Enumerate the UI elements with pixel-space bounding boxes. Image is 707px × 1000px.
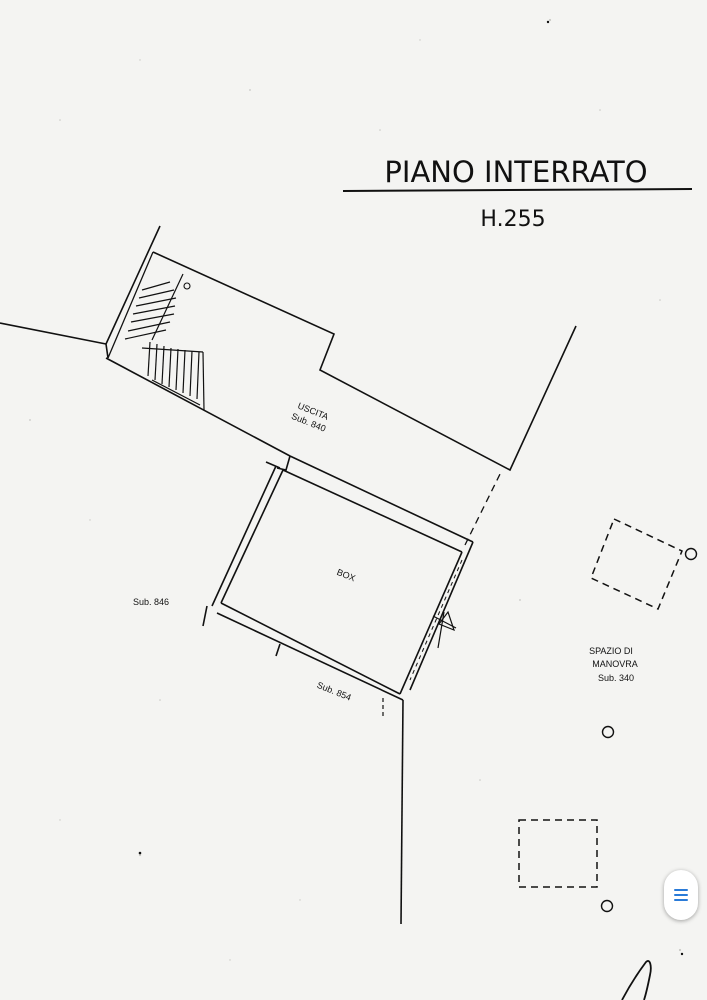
boundary-line-bottom — [400, 699, 404, 925]
paper-texture — [29, 18, 682, 961]
spazio-label-line1: SPAZIO DI — [589, 646, 633, 656]
entrance-arrow-icon — [432, 610, 457, 649]
spazio-sub-label: Sub. 340 — [598, 673, 634, 683]
stair-handrail-node — [183, 282, 191, 290]
height-label: H.255 — [480, 207, 545, 232]
marker-circles — [600, 547, 698, 913]
uscita-bottom-wall — [105, 357, 291, 457]
stair-outline — [105, 225, 161, 359]
stairs — [124, 273, 205, 411]
signature-stroke — [621, 960, 652, 1000]
uscita-outline — [152, 251, 577, 472]
dashed-boundary-box-right — [409, 559, 463, 681]
speck-marks — [138, 20, 684, 956]
box-label: BOX — [335, 567, 356, 583]
stair-inner-outline — [107, 251, 154, 359]
floating-menu-button[interactable] — [664, 870, 698, 920]
sub-854-label: Sub. 854 — [316, 680, 353, 703]
dashed-boundary-upper — [464, 469, 503, 546]
dashed-parking-rect-lower — [518, 819, 598, 888]
spazio-label-line2: MANOVRA — [592, 659, 638, 669]
title-underline — [342, 188, 693, 192]
boundary-line-left — [0, 322, 107, 345]
plan-title: PIANO INTERRATO — [384, 155, 647, 189]
box-walls — [202, 455, 474, 701]
menu-icon — [674, 886, 688, 904]
dashed-parking-rect-upper — [590, 517, 683, 611]
sub-846-label: Sub. 846 — [133, 597, 169, 607]
